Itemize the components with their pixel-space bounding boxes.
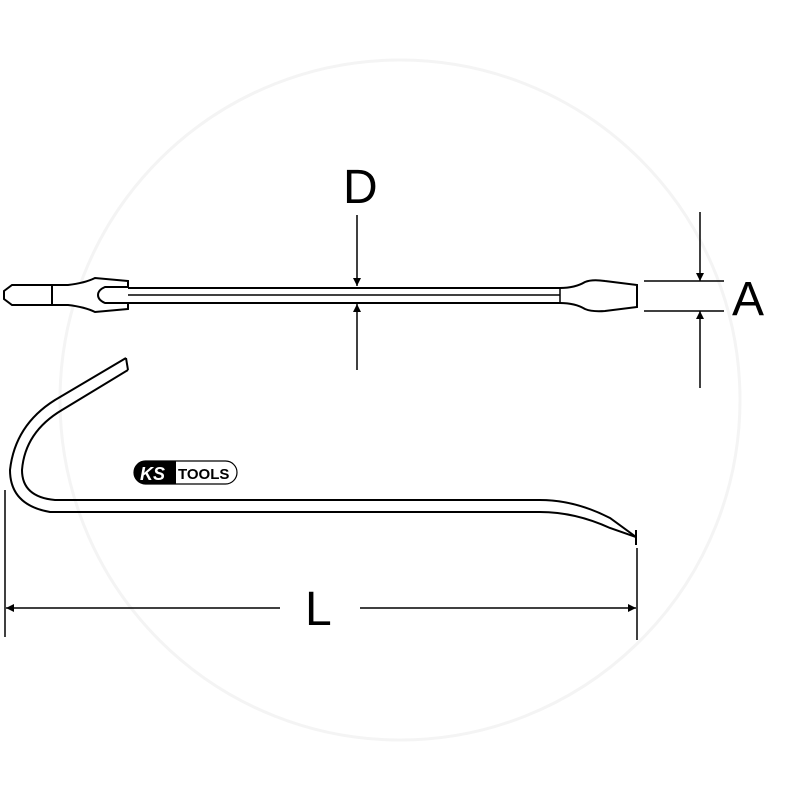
- ks-tools-logo: KS TOOLS: [133, 460, 238, 485]
- label-a: A: [732, 273, 764, 326]
- dimension-l: [4, 490, 638, 640]
- bar-side-view: [8, 357, 637, 545]
- label-d: D: [343, 161, 378, 214]
- logo-ks: KS: [140, 464, 165, 484]
- bar-top-view: [3, 276, 638, 314]
- watermark-circle: [58, 58, 742, 742]
- label-l: L: [305, 583, 332, 636]
- dimension-a: [644, 212, 724, 388]
- logo-tools: TOOLS: [178, 466, 229, 483]
